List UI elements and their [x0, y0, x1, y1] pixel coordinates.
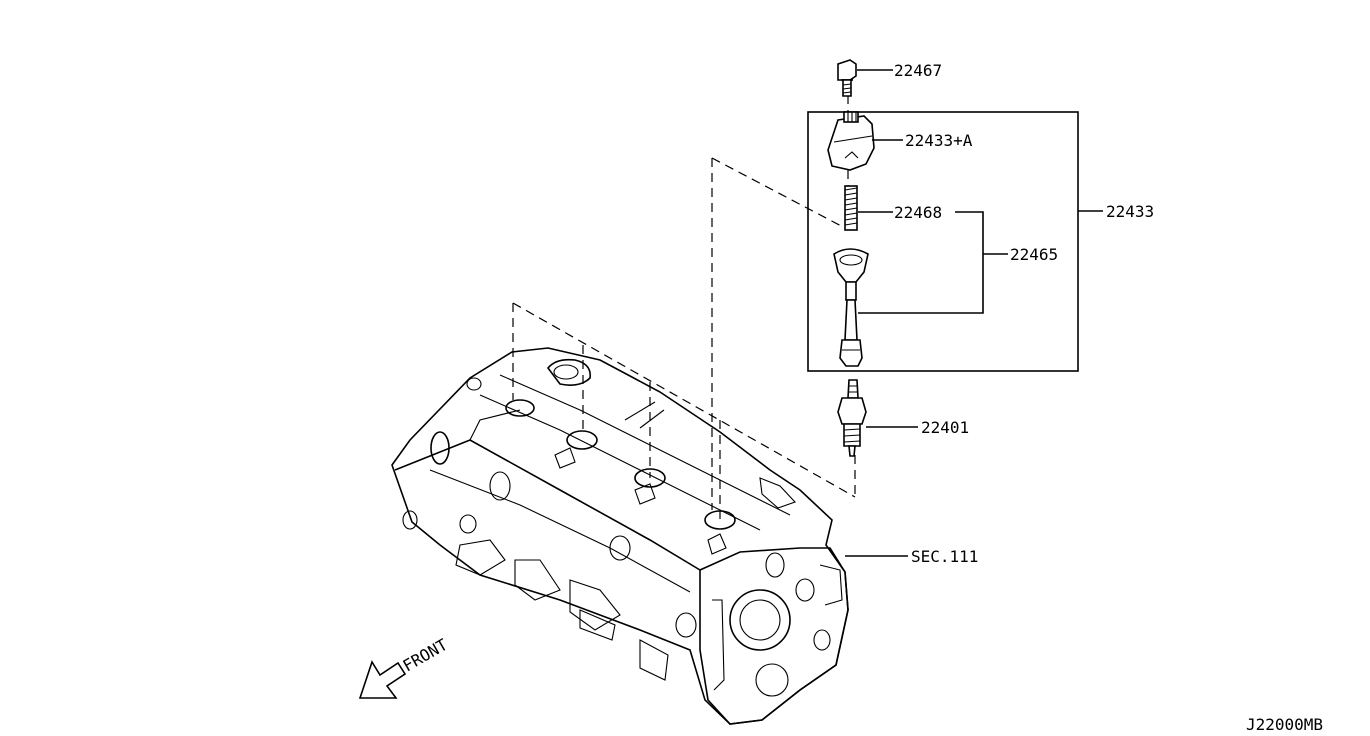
label-22467: 22467	[894, 61, 942, 80]
coil-boot-part[interactable]	[833, 248, 869, 367]
ignition-coil-part[interactable]	[827, 111, 875, 171]
front-direction-indicator: FRONT	[358, 635, 452, 699]
label-22468: 22468	[894, 203, 942, 222]
label-22433a: 22433+A	[905, 131, 973, 150]
spring-part[interactable]	[844, 185, 858, 231]
label-sec111: SEC.111	[911, 547, 978, 566]
diagram-code: J22000MB	[1246, 715, 1323, 734]
front-arrow-icon	[358, 660, 407, 699]
front-label: FRONT	[400, 635, 452, 676]
label-22465: 22465	[1010, 245, 1058, 264]
coil-assembly-box	[807, 111, 1079, 372]
label-22401: 22401	[921, 418, 969, 437]
label-22433: 22433	[1106, 202, 1154, 221]
leader-22465-bracket	[858, 211, 984, 314]
spark-plug-part[interactable]	[837, 379, 867, 457]
projection-lines	[512, 95, 856, 520]
bolt-part[interactable]	[837, 59, 857, 97]
cylinder-head-drawing[interactable]	[391, 347, 849, 725]
